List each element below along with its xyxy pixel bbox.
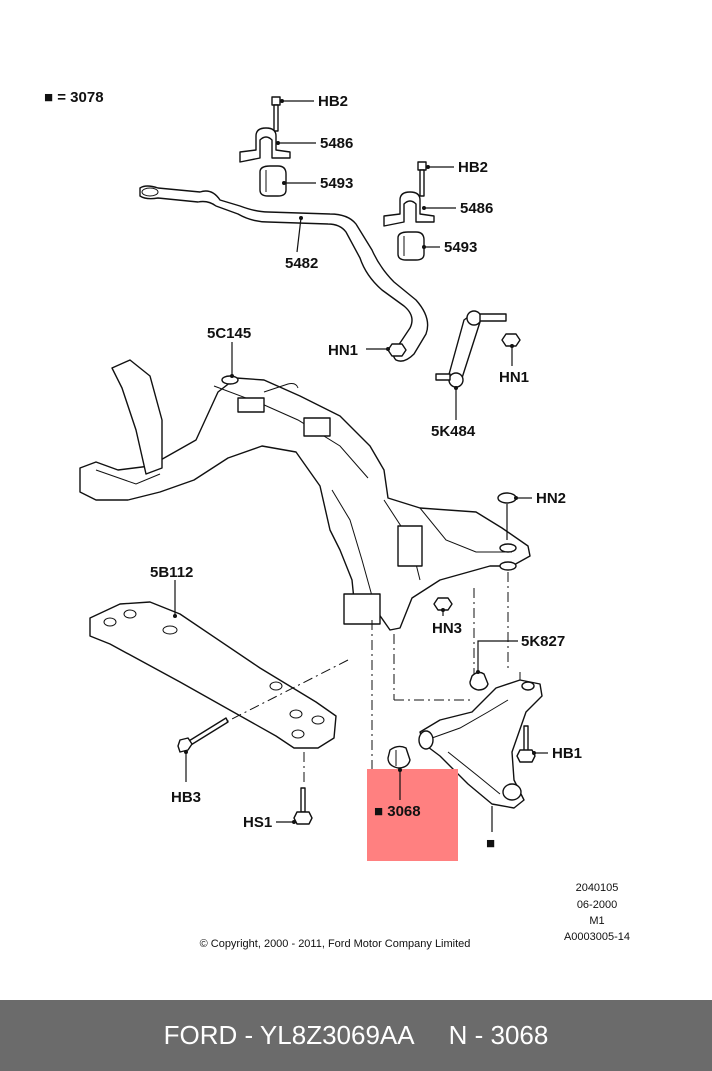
label-hb1: HB1	[552, 745, 582, 762]
bushing-5k827	[469, 671, 489, 691]
label-5493-right: 5493	[444, 239, 477, 256]
alignment-lines	[225, 572, 521, 786]
lower-control-arm	[418, 679, 543, 809]
part-number-footer: FORD - YL8Z3069AA N - 3068	[0, 1000, 712, 1071]
label-hb3: HB3	[171, 789, 201, 806]
stabilizer-link-5k484	[435, 310, 507, 388]
suspension-exploded-diagram: ■ = 3078 HB2 5486 5493 HB2 5486 5493 548…	[44, 89, 630, 950]
footer-reference: N - 3068	[448, 1020, 549, 1050]
highlight-3068[interactable]	[367, 769, 458, 861]
label-5c145: 5C145	[207, 325, 251, 342]
bolt-hb2-left	[271, 96, 281, 132]
stabilizer-bar-5482	[139, 185, 429, 362]
nut-hn3	[433, 597, 453, 611]
label-hb2-left: HB2	[318, 93, 348, 110]
label-5486-right: 5486	[460, 200, 493, 217]
bolt-hb1	[516, 725, 536, 763]
drawing-info-line-2: 06-2000	[577, 899, 617, 911]
footer-part-number: FORD - YL8Z3069AA	[163, 1020, 415, 1050]
bushing-3068	[387, 745, 411, 769]
label-hb2-right: HB2	[458, 159, 488, 176]
legend-text: ■ = 3078	[44, 89, 104, 106]
label-5k484: 5K484	[431, 423, 476, 440]
subframe-5c145	[79, 359, 531, 631]
bolt-hb2-right	[417, 161, 427, 197]
label-3068[interactable]: ■ 3068	[374, 803, 421, 820]
label-hn2: HN2	[536, 490, 566, 507]
bracket-5486-left	[239, 127, 291, 163]
drawing-info-line-1: 2040105	[576, 882, 619, 894]
bushing-5493-left	[259, 165, 287, 197]
label-5486-left: 5486	[320, 135, 353, 152]
label-5482: 5482	[285, 255, 318, 272]
label-hn1-right: HN1	[499, 369, 529, 386]
nut-hn2	[497, 492, 517, 504]
label-hn3: HN3	[432, 620, 462, 637]
nut-hn1-left	[387, 343, 407, 357]
label-5b112: 5B112	[150, 564, 193, 581]
bracket-5486-right	[383, 191, 435, 227]
crossmember-5b112	[89, 601, 337, 749]
bushing-5493-right	[397, 231, 425, 261]
label-hn1-left: HN1	[328, 342, 358, 359]
bolt-hs1	[293, 787, 313, 825]
drawing-info-line-3: M1	[589, 915, 604, 927]
square-marker: ■	[486, 835, 495, 852]
nut-hn1-right	[501, 333, 521, 347]
bolt-hb3	[177, 717, 229, 753]
label-5k827: 5K827	[521, 633, 565, 650]
copyright-text: © Copyright, 2000 - 2011, Ford Motor Com…	[200, 938, 471, 950]
drawing-info-line-4: A0003005-14	[564, 931, 630, 943]
label-5493-left: 5493	[320, 175, 353, 192]
label-hs1: HS1	[243, 814, 272, 831]
